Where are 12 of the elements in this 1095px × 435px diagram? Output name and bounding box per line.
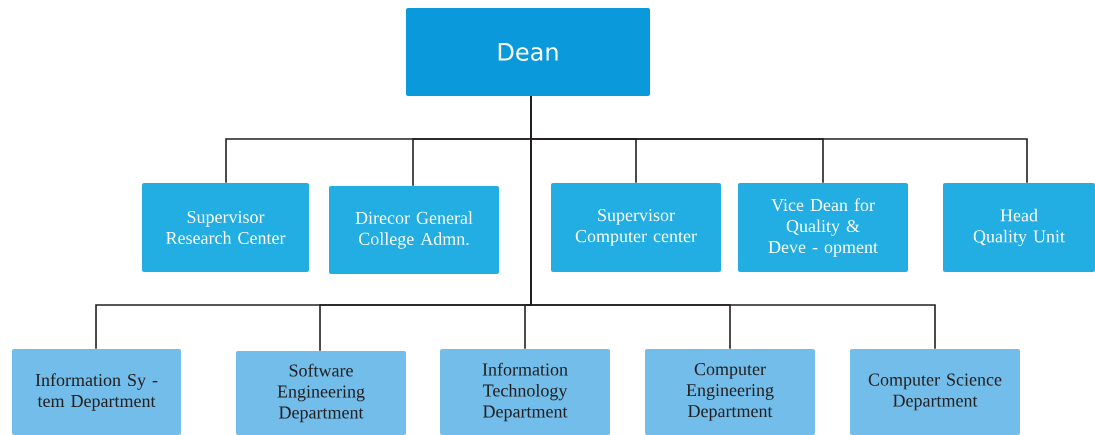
department-box: Software Engineering Department [236, 351, 406, 435]
position-box: Supervisor Computer center [551, 183, 721, 272]
position-box: Supervisor Research Center [142, 183, 309, 272]
position-box: Vice Dean for Quality & Deve - opment [738, 183, 908, 272]
position-box: Direcor General College Admn. [329, 186, 499, 274]
department-box: Computer Science Department [850, 349, 1020, 435]
position-box: Head Quality Unit [943, 183, 1095, 272]
department-box: Information Sy - tem Department [12, 349, 181, 435]
connector-line [530, 95, 936, 350]
department-box: Information Technology Department [440, 349, 610, 435]
dean-box: Dean [406, 8, 650, 96]
department-box: Computer Engineering Department [645, 349, 815, 435]
